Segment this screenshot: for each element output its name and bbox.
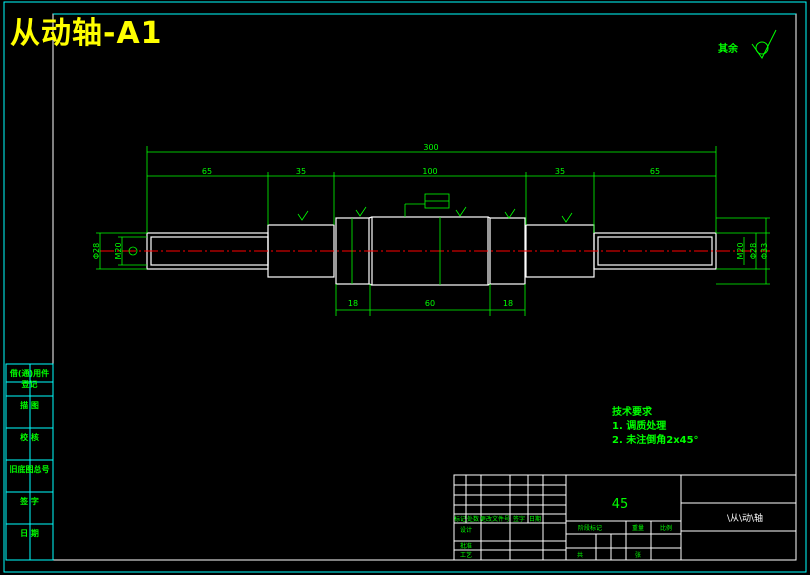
dim-left-thread: M20	[114, 242, 123, 259]
inner-frame	[52, 13, 797, 561]
side-label-check: 校 核	[20, 433, 39, 442]
tb-approve: 批准	[460, 542, 472, 550]
tech-item-2: 2. 未注倒角2x45°	[612, 435, 699, 446]
side-label-old-number: 旧底图总号	[9, 465, 50, 474]
side-label-borrow: 借(通)用件登记	[9, 369, 50, 389]
side-label-trace: 描 图	[20, 401, 39, 410]
dim-low2: 60	[425, 299, 435, 308]
tb-process: 工艺	[460, 551, 472, 559]
dim-left-dia: Φ28	[92, 243, 101, 259]
dim-right-dia: Φ28	[749, 243, 758, 259]
dim-right-thread: M20	[736, 242, 745, 259]
tb-col-count: 处数	[467, 515, 479, 523]
title-block	[453, 474, 797, 561]
roughness-note: 其余	[718, 44, 738, 55]
tb-col-doc: 更改文件号	[480, 515, 510, 523]
dim-seg5: 65	[650, 167, 660, 176]
tech-item-1: 1. 调质处理	[612, 421, 667, 432]
drawing-title: 从动轴-A1	[10, 16, 163, 51]
tb-sheet-total: 共	[577, 551, 583, 559]
material-value: 45	[611, 497, 629, 512]
tb-weight: 重量	[632, 524, 644, 532]
tb-col-mark: 标记	[454, 515, 466, 523]
dim-overall: 300	[423, 143, 438, 152]
side-label-signature: 签 字	[20, 497, 39, 506]
dim-seg3: 100	[422, 167, 437, 176]
outer-frame	[3, 1, 807, 573]
dim-seg2: 35	[296, 167, 306, 176]
tb-col-sign: 签字	[513, 515, 525, 523]
side-table	[5, 363, 54, 561]
tech-requirements: 技术要求 1. 调质处理 2. 未注倒角2x45°	[612, 406, 699, 448]
tb-design: 设计	[460, 526, 472, 534]
tb-scale: 比例	[660, 524, 672, 532]
tech-heading: 技术要求	[612, 407, 652, 418]
dim-low3: 18	[503, 299, 513, 308]
part-name: \从\动\轴	[726, 514, 764, 524]
dimension-lines	[96, 146, 770, 316]
tb-stage: 阶段标记	[578, 524, 602, 532]
tb-sheet: 张	[635, 551, 641, 559]
dim-seg4: 35	[555, 167, 565, 176]
dim-right-dia2: Φ33	[760, 243, 769, 259]
dim-seg1: 65	[202, 167, 212, 176]
tb-col-date: 日期	[529, 515, 541, 523]
dim-low1: 18	[348, 299, 358, 308]
surface-marks	[128, 206, 573, 256]
side-label-date: 日 期	[20, 529, 39, 538]
roughness-symbol	[751, 29, 777, 59]
